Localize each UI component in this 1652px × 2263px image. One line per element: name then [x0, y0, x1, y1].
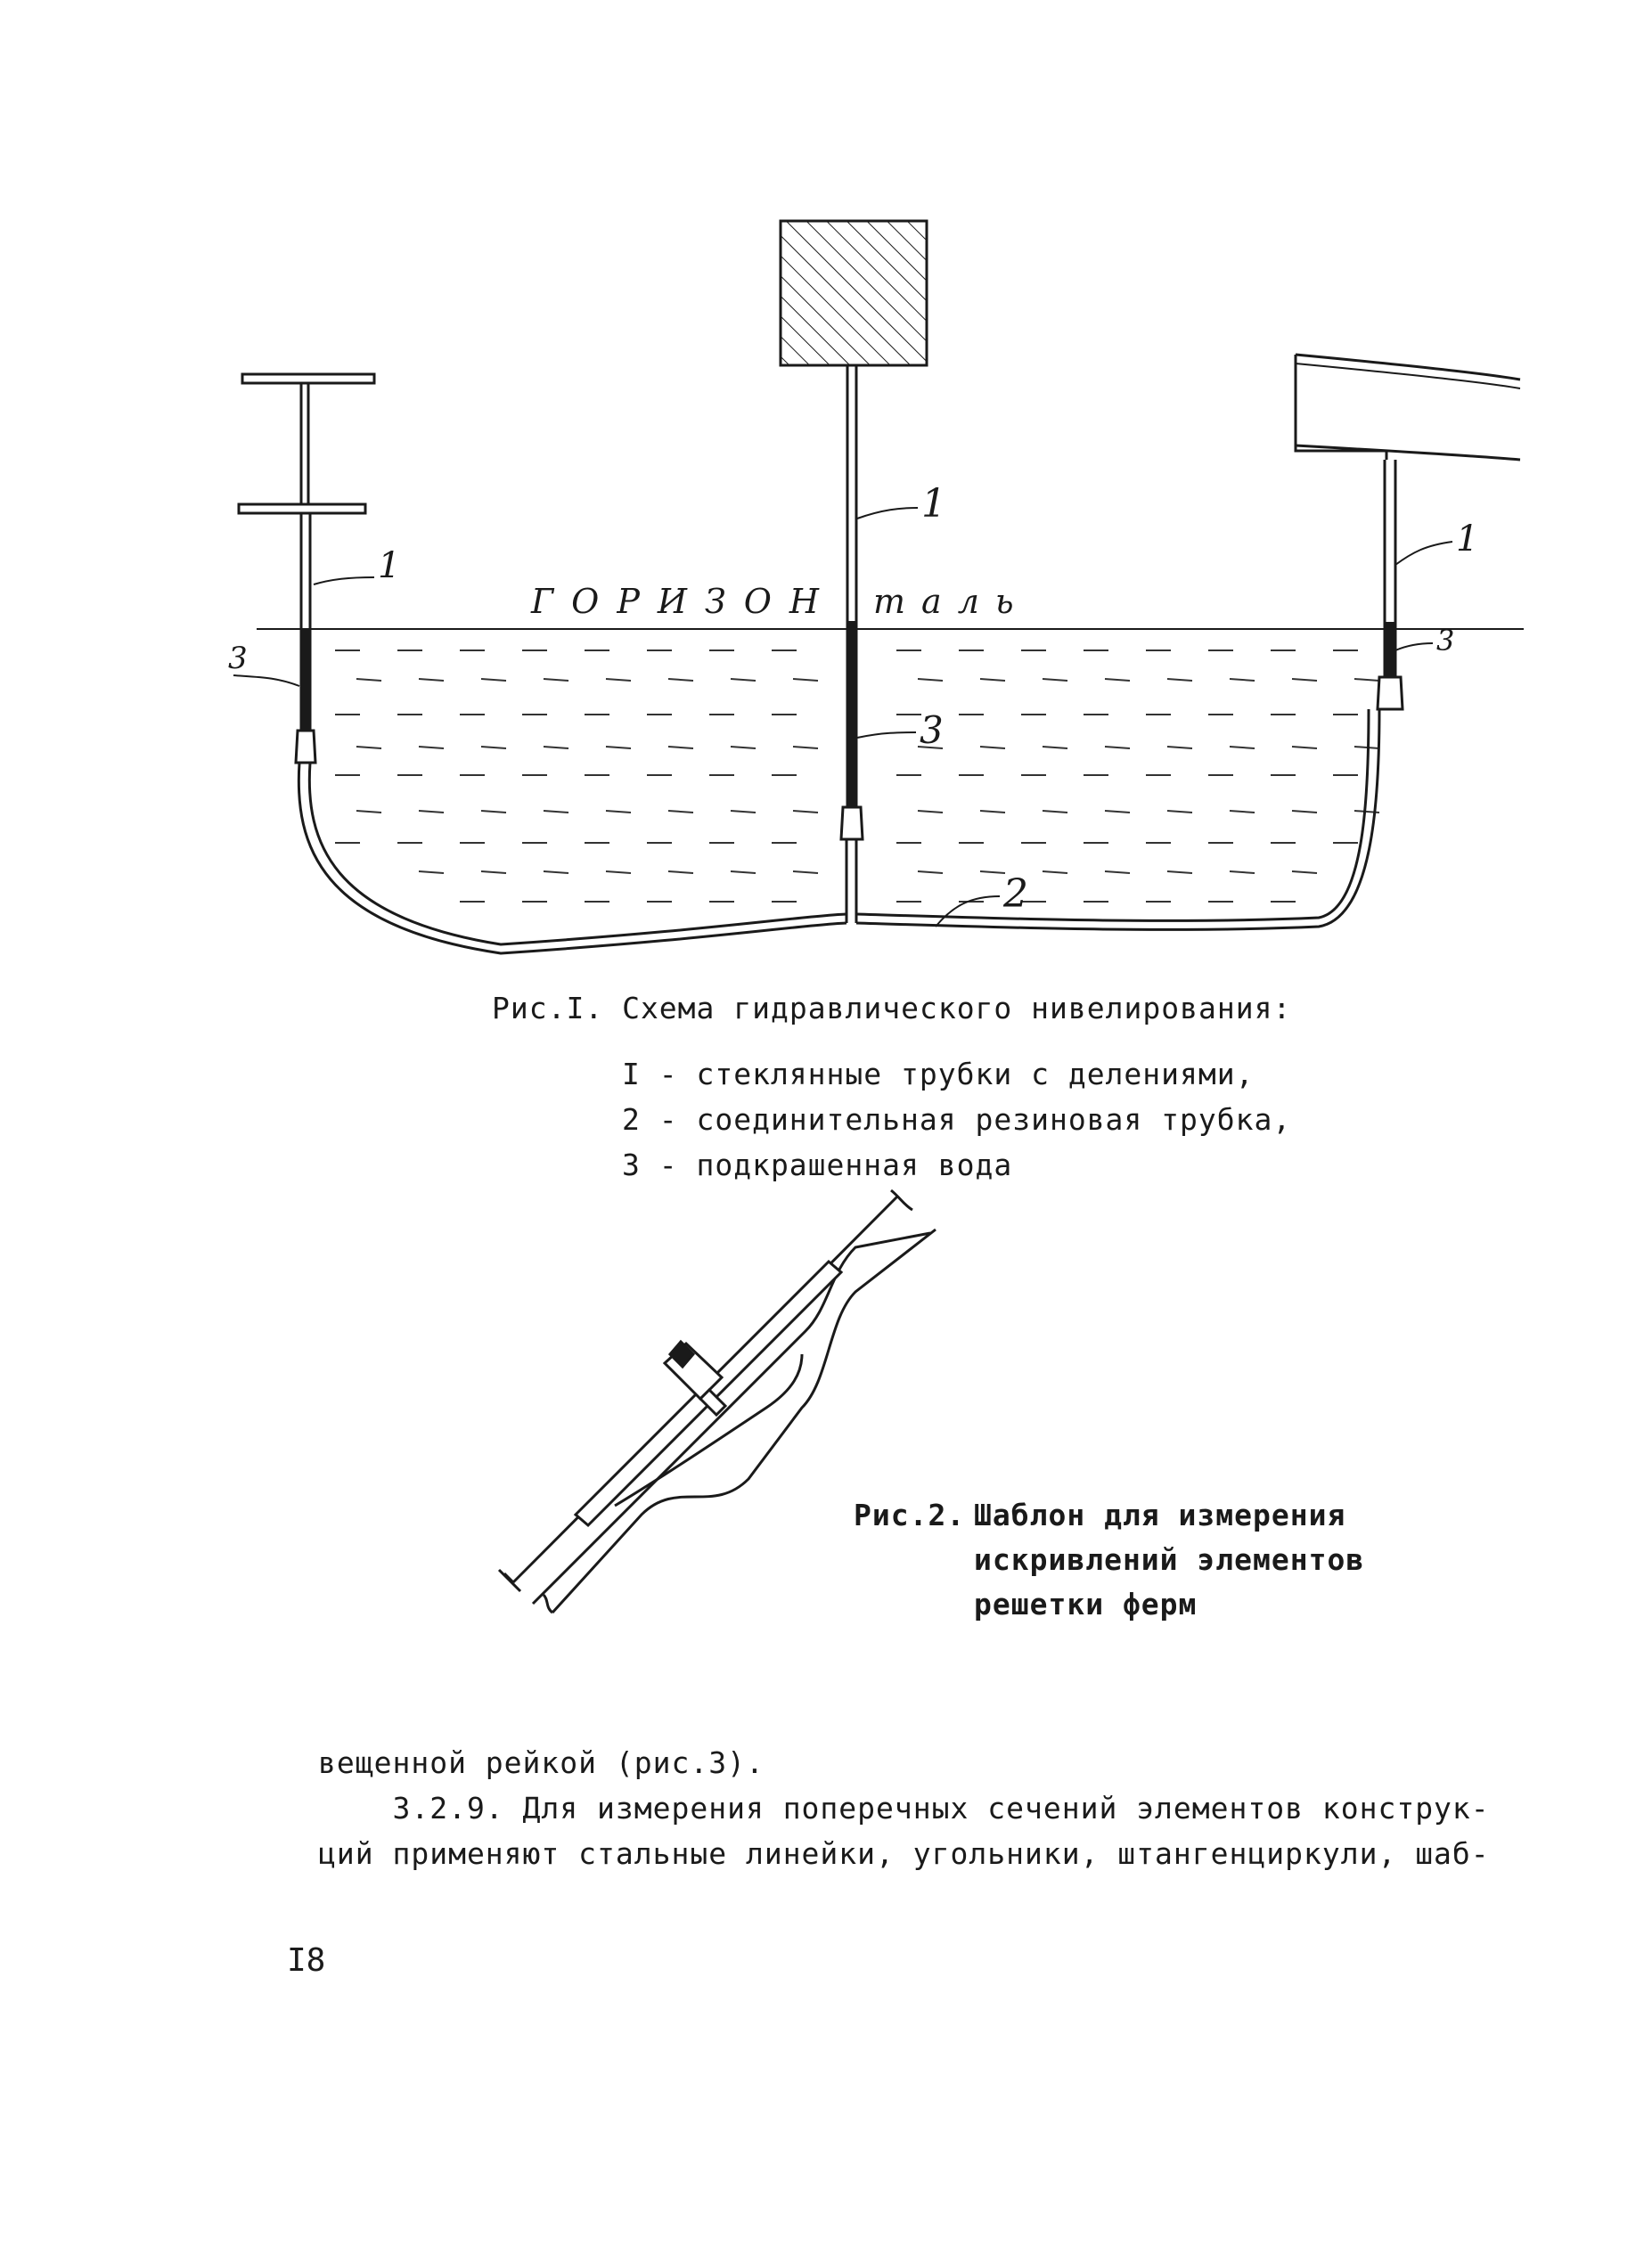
water-dash: [1353, 746, 1380, 749]
water-dash: [1104, 678, 1131, 682]
figure-2-caption: Рис.2.Шаблон для измерения искривлений э…: [854, 1493, 1364, 1627]
figure-2-number: Рис.2.: [854, 1498, 966, 1532]
water-dash-pattern: [335, 649, 1380, 903]
water-dash: [543, 810, 569, 813]
connecting-hose: [297, 708, 1381, 955]
legend-item: 2 - соединительная резиновая трубка,: [622, 1102, 1292, 1137]
figure-1-legend: I - стеклянные трубки с делениями, 2 - с…: [622, 1051, 1291, 1188]
water-dash: [979, 678, 1006, 682]
water-dash: [480, 678, 507, 682]
horizon-word-right: таль: [873, 582, 1030, 621]
water-dash: [792, 810, 819, 813]
water-dash: [792, 746, 819, 749]
water-dash: [1229, 746, 1255, 749]
label-tube-right: 1: [1456, 519, 1478, 560]
water-dash: [979, 810, 1006, 813]
right-colored-water: [1384, 622, 1396, 677]
label-tube-center: 1: [921, 481, 946, 527]
water-dash: [1166, 746, 1193, 749]
water-dash: [1104, 870, 1131, 874]
water-dash: [418, 746, 445, 749]
legend-item: 3 - подкрашенная вода: [622, 1148, 1013, 1182]
hatched-block: [779, 219, 928, 367]
figure-2-caption-line: Шаблон для измерения: [974, 1498, 1346, 1532]
water-dash: [605, 746, 632, 749]
water-dash: [1291, 810, 1318, 813]
left-tube-assembly: [237, 372, 376, 764]
water-dash: [1229, 678, 1255, 682]
water-dash: [356, 678, 382, 682]
water-dash: [543, 678, 569, 682]
water-dash: [979, 870, 1006, 874]
water-dash: [605, 810, 632, 813]
figure-2-caption-line: решетки ферм: [974, 1587, 1198, 1622]
water-dash: [356, 746, 382, 749]
figure-2-caption-line: искривлений элементов: [974, 1542, 1365, 1577]
water-dash: [1042, 870, 1068, 874]
water-dash: [480, 810, 507, 813]
horizon-word-left: ГОРИЗОН: [530, 582, 837, 621]
center-tube-assembly: [779, 219, 928, 923]
water-dash: [730, 810, 756, 813]
water-dash: [480, 746, 507, 749]
label-water-right: 3: [1436, 624, 1454, 658]
water-dash: [917, 870, 944, 874]
water-dash: [1229, 870, 1255, 874]
right-tube-assembly: [1294, 353, 1521, 711]
water-dash: [543, 746, 569, 749]
text-line: вещенной рейкой (рис.3).: [318, 1745, 765, 1780]
water-dash: [1166, 810, 1193, 813]
water-dash: [667, 870, 694, 874]
water-dash: [667, 678, 694, 682]
center-colored-water: [846, 621, 857, 807]
water-dash: [543, 870, 569, 874]
water-dash: [356, 810, 382, 813]
water-dash: [730, 678, 756, 682]
water-dash: [1291, 870, 1318, 874]
water-dash: [792, 678, 819, 682]
water-dash: [730, 746, 756, 749]
body-text: вещенной рейкой (рис.3). 3.2.9. Для изме…: [318, 1740, 1490, 1876]
water-dash: [418, 810, 445, 813]
water-dash: [917, 678, 944, 682]
water-dash: [605, 870, 632, 874]
water-dash: [1042, 810, 1068, 813]
water-dash: [1166, 678, 1193, 682]
water-dash: [605, 678, 632, 682]
page-number: I8: [287, 1942, 326, 1979]
water-dash: [917, 810, 944, 813]
figure-1-caption: Рис.I. Схема гидравлического нивелирован…: [492, 991, 1292, 1025]
label-tube-left: 1: [378, 545, 400, 586]
text-line: ций применяют стальные линейки, угольник…: [318, 1836, 1490, 1871]
water-dash: [979, 746, 1006, 749]
legend-item: I - стеклянные трубки с делениями,: [622, 1057, 1255, 1091]
label-water-center: 3: [920, 708, 944, 752]
label-hose: 2: [1002, 871, 1028, 917]
water-dash: [418, 678, 445, 682]
water-dash: [480, 870, 507, 874]
figure-2-template-drawing: [497, 1189, 936, 1614]
water-dash: [1104, 746, 1131, 749]
water-dash: [418, 870, 445, 874]
water-dash: [1291, 678, 1318, 682]
water-dash: [1104, 810, 1131, 813]
water-dash: [667, 746, 694, 749]
label-water-left: 3: [228, 641, 248, 676]
water-dash: [1042, 678, 1068, 682]
water-dash: [730, 870, 756, 874]
water-dash: [792, 870, 819, 874]
water-dash: [667, 810, 694, 813]
figure-1-callouts: [233, 507, 1453, 927]
left-colored-water: [300, 629, 311, 731]
water-dash: [917, 746, 944, 749]
text-line: 3.2.9. Для измерения поперечных сечений …: [318, 1791, 1490, 1826]
water-dash: [1291, 746, 1318, 749]
water-dash: [1353, 678, 1380, 682]
water-dash: [1229, 810, 1255, 813]
water-dash: [1166, 870, 1193, 874]
water-dash: [1042, 746, 1068, 749]
